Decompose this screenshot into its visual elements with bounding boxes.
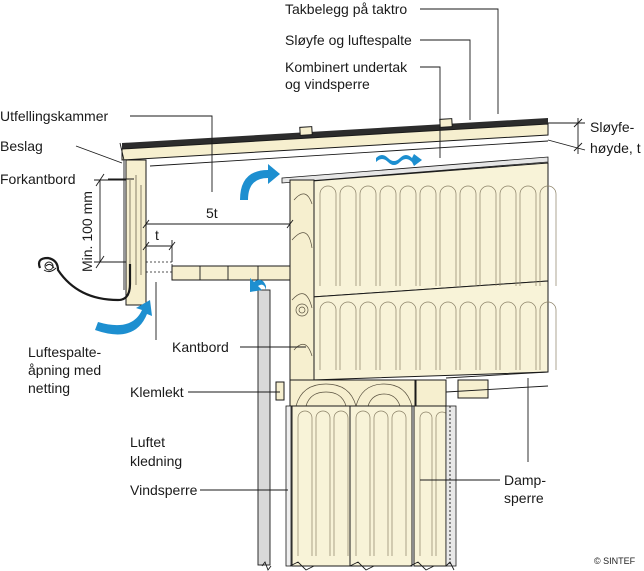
edge-board bbox=[289, 179, 315, 381]
top-plate-2 bbox=[415, 379, 447, 407]
dimensions bbox=[94, 118, 586, 269]
insulation-fiber-loop bbox=[479, 301, 497, 370]
label-cladding-1: Luftet bbox=[130, 434, 165, 450]
label-vent-opening-3: netting bbox=[28, 380, 70, 396]
label-min-distance: Min. 100 mm bbox=[79, 191, 95, 272]
vent-mesh bbox=[145, 261, 173, 273]
insulation-fiber-loop bbox=[339, 301, 357, 370]
wind-barrier-board bbox=[285, 405, 292, 567]
insulation-fiber-loop bbox=[459, 185, 477, 286]
insulation-fiber-loop bbox=[355, 410, 371, 556]
airflow-arrow-eave bbox=[240, 164, 280, 200]
gutter bbox=[37, 256, 132, 302]
insulation-fiber-loop bbox=[439, 185, 457, 286]
top-plate bbox=[289, 379, 416, 407]
label-vapour-2: sperre bbox=[504, 490, 544, 506]
insulation-fiber-loop bbox=[459, 301, 477, 370]
counter-batten bbox=[439, 118, 453, 128]
insulation-fiber-loop bbox=[373, 410, 389, 556]
insulation-fiber-loop bbox=[333, 410, 349, 556]
insulation-fiber-loop bbox=[419, 411, 433, 556]
wall-insulation-3 bbox=[413, 405, 447, 567]
label-gap-height-1: Sløyfe- bbox=[590, 119, 635, 135]
insulation-fiber-loop bbox=[391, 410, 407, 556]
wall-assembly bbox=[257, 289, 457, 571]
insulation-fiber-loop bbox=[379, 185, 397, 286]
roof-underlay bbox=[281, 156, 549, 184]
wall-top-plate bbox=[289, 371, 549, 407]
insulation-fiber-loop bbox=[519, 301, 537, 370]
insulation-fiber-loop bbox=[319, 185, 337, 286]
label-5t: 5t bbox=[206, 205, 218, 221]
wall-insulation-2 bbox=[349, 405, 413, 567]
label-cladding-2: kledning bbox=[130, 453, 182, 469]
insulation-fiber-loop bbox=[499, 301, 517, 370]
insulation-fiber-loop bbox=[359, 301, 377, 370]
eaves-assembly bbox=[37, 142, 291, 306]
label-t: t bbox=[155, 227, 159, 243]
counter-batten bbox=[299, 126, 313, 136]
insulation-fiber-loop bbox=[419, 301, 437, 370]
insulation-fiber-loop bbox=[539, 301, 557, 370]
clamp-batten bbox=[275, 381, 285, 401]
roof-insulation bbox=[311, 162, 557, 381]
label-vent-opening-1: Luftespalte- bbox=[28, 344, 101, 360]
label-counter-batten: Sløyfe og luftespalte bbox=[285, 32, 412, 48]
label-edge-board: Kantbord bbox=[172, 339, 229, 355]
insulation-lower bbox=[311, 280, 549, 381]
label-vapour-1: Damp- bbox=[504, 472, 546, 488]
insulation-fiber-loop bbox=[399, 185, 417, 286]
insulation-fiber-loop bbox=[499, 185, 517, 286]
flashing bbox=[119, 142, 125, 290]
wall-insulation-1 bbox=[291, 405, 351, 567]
label-roofing: Takbelegg på taktro bbox=[285, 1, 407, 17]
leader-lines bbox=[75, 8, 529, 491]
airflow-arrow-gap bbox=[376, 154, 422, 166]
label-underlay-2: og vindsperre bbox=[285, 76, 370, 92]
roof-assembly bbox=[121, 118, 549, 184]
airflow-arrow-soffit bbox=[95, 300, 152, 335]
insulation-fiber-loop bbox=[399, 301, 417, 370]
label-underlay-1: Kombinert undertak bbox=[285, 59, 408, 75]
vapour-barrier-lining bbox=[445, 405, 457, 567]
insulation-fiber-loop bbox=[379, 301, 397, 370]
edge-board-member bbox=[289, 179, 315, 381]
insulation-fiber-loop bbox=[439, 301, 457, 370]
insulation-fiber-loop bbox=[419, 185, 437, 286]
insulation-fiber-loop bbox=[479, 185, 497, 286]
insulation-upper bbox=[311, 162, 549, 298]
insulation-fiber-loop bbox=[315, 410, 331, 556]
label-spreading-chamber: Utfellingskammer bbox=[0, 108, 108, 124]
insulation-fiber-loop bbox=[339, 185, 357, 286]
label-gap-height-2: høyde, t bbox=[590, 140, 641, 156]
label-copyright: © SINTEF bbox=[594, 556, 636, 566]
label-fascia: Forkantbord bbox=[0, 171, 75, 187]
insulation-fiber-loop bbox=[297, 410, 313, 556]
ventilated-cladding bbox=[257, 289, 271, 566]
insulation-fiber-loop bbox=[359, 185, 377, 286]
insulation-fiber-loop bbox=[539, 185, 557, 286]
ceiling-batten bbox=[457, 379, 489, 399]
gap-line bbox=[149, 140, 549, 167]
sarking-board bbox=[121, 123, 549, 161]
insulation-fiber-loop bbox=[319, 301, 337, 370]
airflow-arrows bbox=[95, 154, 422, 335]
label-vent-opening-2: åpning med bbox=[28, 362, 101, 378]
soffit-board bbox=[171, 265, 291, 281]
label-wind-barrier: Vindsperre bbox=[130, 482, 198, 498]
airflow-arrow-wall bbox=[250, 278, 266, 292]
label-flashing: Beslag bbox=[0, 138, 43, 154]
insulation-fiber-loop bbox=[519, 185, 537, 286]
label-clamp-batten: Klemlekt bbox=[130, 384, 184, 400]
